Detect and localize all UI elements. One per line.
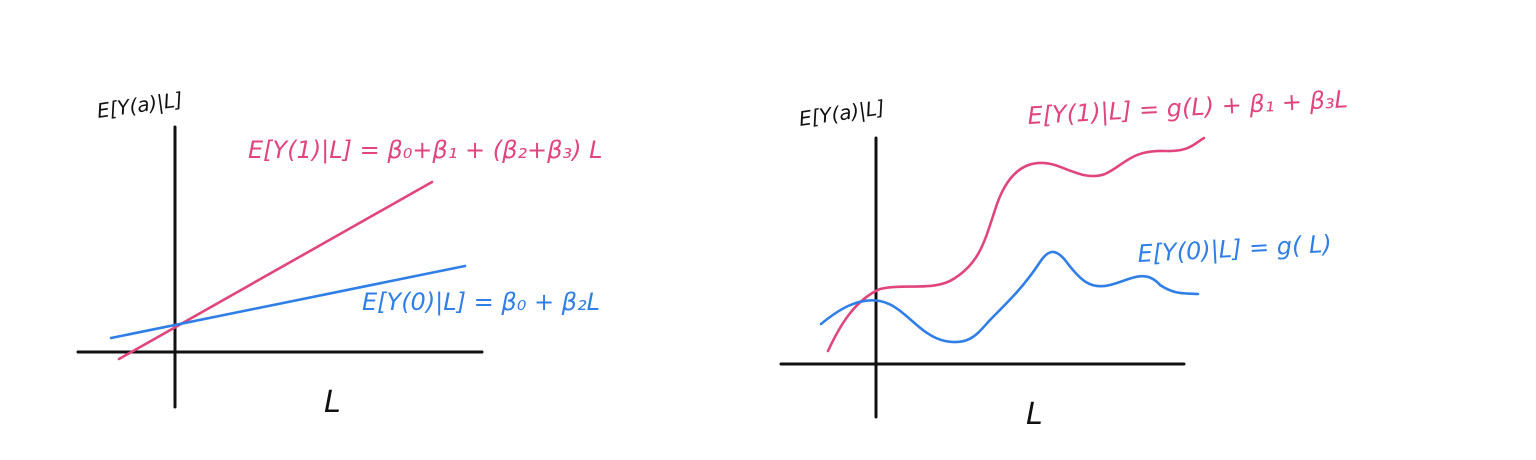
right-control-curve [819, 250, 1200, 344]
left-panel: E[Y(a)|L] L E[Y(1)|L] = β₀+β₁ + (β₂+β₃) … [76, 87, 602, 420]
left-y-axis-label: E[Y(a)|L] [95, 87, 184, 123]
right-control-equation: E[Y(0)|L] = g( L) [1137, 230, 1333, 268]
left-control-equation: E[Y(0)|L] = β₀ + β₂L [362, 288, 600, 316]
right-treated-curve [826, 136, 1206, 353]
left-control-line [109, 264, 467, 340]
right-panel: E[Y(a)|L] L E[Y(1)|L] = g(L) + β₁ + β₃L … [779, 85, 1349, 432]
right-treated-equation: E[Y(1)|L] = g(L) + β₁ + β₃L [1027, 85, 1349, 130]
right-y-axis-label: E[Y(a)|L] [797, 95, 886, 131]
right-x-axis-label: L [1026, 397, 1043, 432]
left-treated-equation: E[Y(1)|L] = β₀+β₁ + (β₂+β₃) L [248, 136, 602, 164]
left-x-axis-label: L [324, 385, 341, 420]
left-treated-line [117, 180, 434, 361]
